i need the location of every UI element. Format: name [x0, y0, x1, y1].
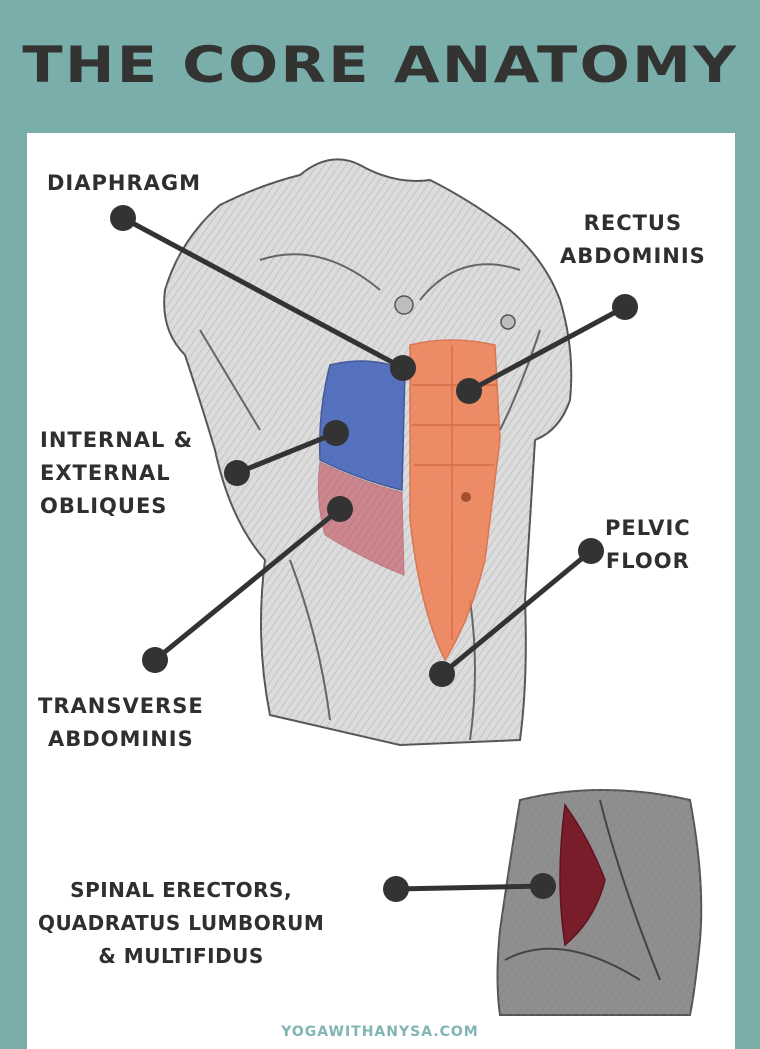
- label-obliques-line-2: EXTERNAL: [40, 461, 171, 485]
- dot-rectus-target: [456, 378, 482, 404]
- pointer-dots: [110, 205, 638, 902]
- dot-transverse-target: [327, 496, 353, 522]
- nipple-left: [394, 295, 414, 315]
- pointer-line-rectus: [466, 304, 628, 394]
- label-spinal-line-2: QUADRATUS LUMBORUM: [38, 911, 325, 935]
- label-rectus-abdominis: RECTUS ABDOMINIS: [560, 207, 706, 273]
- label-transverse-line-2: ABDOMINIS: [47, 727, 194, 751]
- label-pelvic-line-2: FLOOR: [605, 549, 690, 573]
- dot-obliques-label: [224, 460, 250, 486]
- dot-pelvic-label: [578, 538, 604, 564]
- label-pelvic-floor: PELVIC FLOOR: [605, 512, 691, 578]
- spinal-erectors-region: [559, 803, 606, 947]
- pointer-lines: [120, 215, 628, 892]
- dot-diaphragm-target: [390, 355, 416, 381]
- label-rectus-line-2: ABDOMINIS: [560, 244, 706, 268]
- dot-rectus-label: [612, 294, 638, 320]
- label-spinal-erectors: SPINAL ERECTORS, QUADRATUS LUMBORUM & MU…: [38, 874, 324, 973]
- pointer-line-spinal: [393, 883, 546, 892]
- navel: [461, 492, 471, 502]
- dot-obliques-target: [323, 420, 349, 446]
- label-diaphragm: DIAPHRAGM: [47, 167, 201, 200]
- page-title: THE CORE ANATOMY: [22, 36, 738, 94]
- dot-spinal-label: [383, 876, 409, 902]
- title-bar: THE CORE ANATOMY: [0, 0, 760, 130]
- label-pelvic-line-1: PELVIC: [605, 516, 691, 540]
- footer-website: YOGAWITHANYSA.COM: [281, 1024, 479, 1040]
- label-transverse-abdominis: TRANSVERSE ABDOMINIS: [38, 690, 204, 756]
- label-obliques: INTERNAL & EXTERNAL OBLIQUES: [40, 424, 193, 523]
- label-obliques-line-3: OBLIQUES: [40, 494, 168, 518]
- dot-diaphragm-label: [110, 205, 136, 231]
- dot-pelvic-target: [429, 661, 455, 687]
- pointer-line-obliques: [234, 430, 339, 476]
- pointer-line-transverse: [152, 506, 343, 663]
- lower-back-figure: [496, 789, 703, 1016]
- nipple-right: [500, 314, 516, 330]
- label-spinal-line-1: SPINAL ERECTORS,: [70, 878, 293, 902]
- transverse-abdominis-region: [317, 461, 405, 576]
- label-transverse-line-1: TRANSVERSE: [38, 694, 204, 718]
- rectus-abdominis-region: [409, 339, 501, 662]
- dot-transverse-label: [142, 647, 168, 673]
- label-spinal-line-3: & MULTIFIDUS: [98, 944, 264, 968]
- label-obliques-line-1: INTERNAL &: [40, 428, 194, 452]
- label-rectus-line-1: RECTUS: [583, 211, 683, 235]
- pointer-line-diaphragm: [120, 215, 406, 371]
- pointer-line-pelvic: [439, 548, 594, 677]
- label-diaphragm-text: DIAPHRAGM: [47, 171, 202, 195]
- obliques-region: [318, 360, 406, 491]
- dot-spinal-target: [530, 873, 556, 899]
